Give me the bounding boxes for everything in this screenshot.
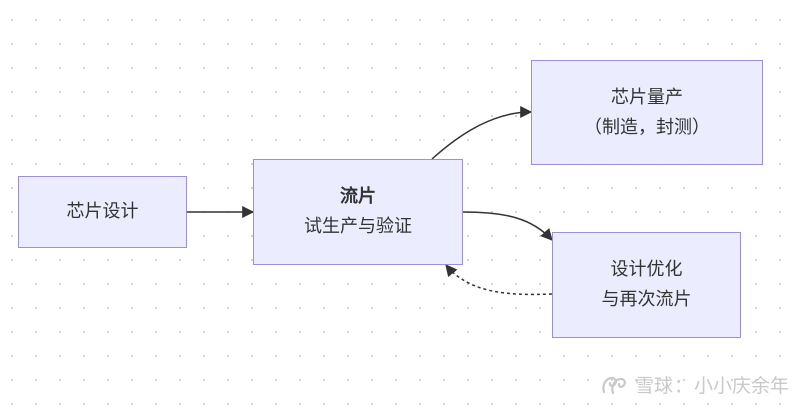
node-chip-design-label: 芯片设计 xyxy=(66,201,139,222)
node-mass-production-line1: 芯片量产 xyxy=(611,86,683,108)
node-tapeout-subtitle: 试生产与验证 xyxy=(304,216,412,237)
node-tapeout-title: 流片 xyxy=(340,186,376,207)
watermark-author: 小小庆余年 xyxy=(693,375,789,397)
node-chip-design[interactable]: 芯片设计 xyxy=(18,176,187,248)
edge-optimize-to-tapeout-dashed xyxy=(445,264,553,296)
watermark: 雪球：小小庆余年 xyxy=(601,371,789,398)
node-mass-production-line2: （制造，封测） xyxy=(584,116,710,138)
watermark-separator: ： xyxy=(673,375,693,397)
node-tapeout[interactable]: 流片 试生产与验证 xyxy=(253,159,463,265)
edge-tapeout-to-optimize xyxy=(462,211,553,241)
watermark-brand: 雪球 xyxy=(634,375,673,397)
node-mass-production[interactable]: 芯片量产 （制造，封测） xyxy=(531,60,763,165)
node-design-optimization-line2: 与再次流片 xyxy=(601,289,692,310)
node-design-optimization[interactable]: 设计优化 与再次流片 xyxy=(552,232,741,338)
snowball-logo-icon xyxy=(602,376,626,394)
edge-tapeout-to-mass-production xyxy=(431,106,533,160)
node-design-optimization-line1: 设计优化 xyxy=(610,259,683,280)
